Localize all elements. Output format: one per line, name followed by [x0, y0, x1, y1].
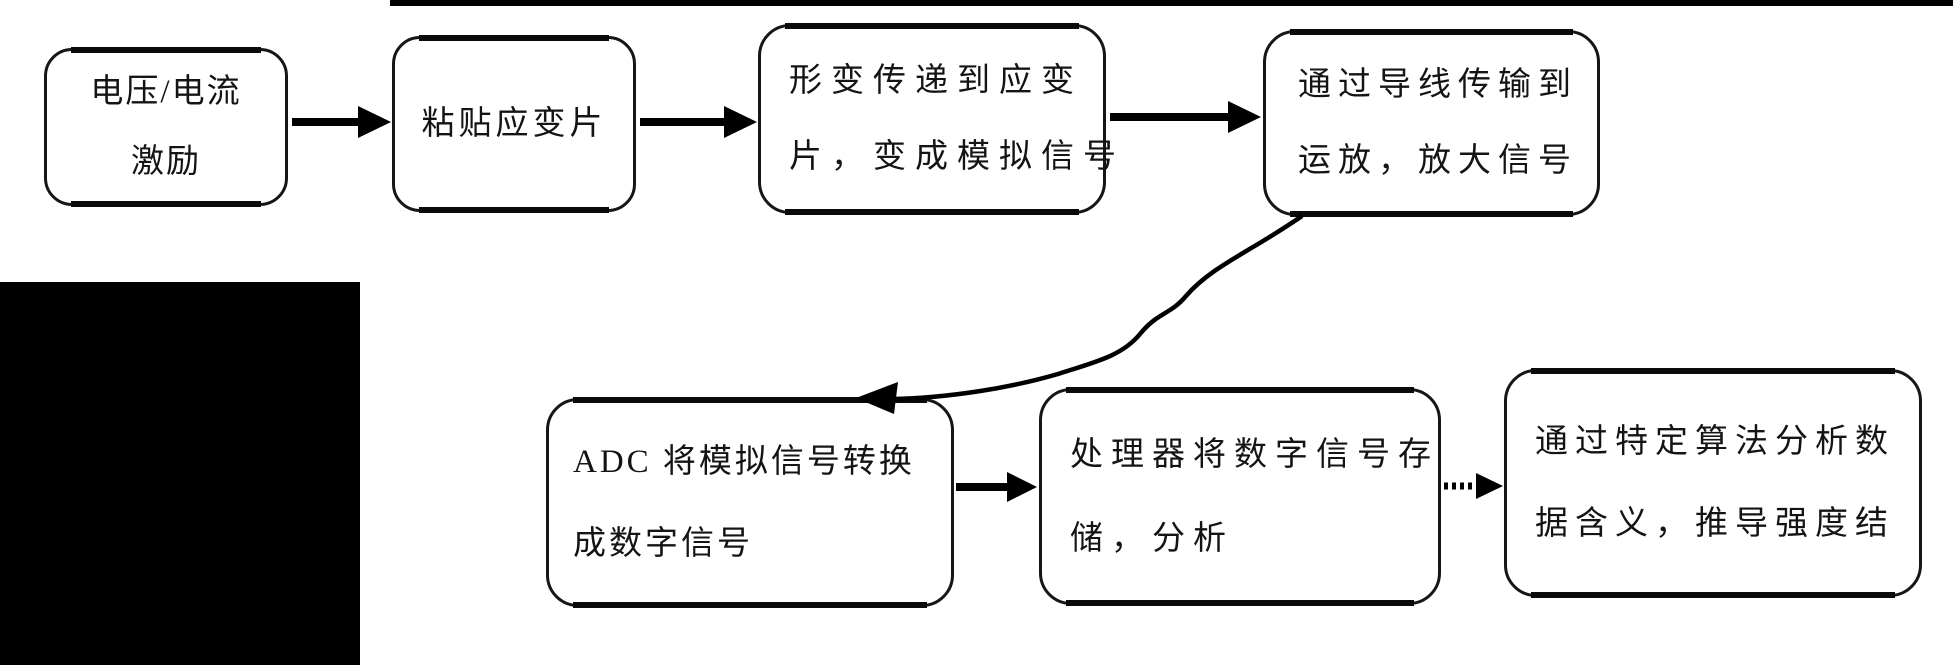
box-line: 电压/电流 [90, 74, 242, 110]
box-line: 成数字信号 [573, 525, 753, 562]
arrow-opamp-to-adc-curve [856, 214, 1304, 414]
page-top-border [390, 0, 1953, 6]
box-line: 粘贴应变片 [421, 106, 607, 142]
flow-box-deformation: 形变传递到应变 片，变成模拟信号 [758, 23, 1125, 215]
flow-box-adc: ADC 将模拟信号转换 成数字信号 [546, 397, 954, 608]
arrow-deformation-to-opamp [1110, 101, 1261, 133]
box-line: 储，分析 [1070, 520, 1234, 557]
box-line: 通过特定算法分析数 [1535, 424, 1895, 460]
box-line: 形变传递到应变 [789, 63, 1083, 99]
box-line: 激励 [131, 144, 201, 180]
box-line: 运放，放大信号 [1298, 143, 1578, 179]
flow-box-opamp: 通过导线传输到 运放，放大信号 [1263, 29, 1600, 217]
flow-box-excitation: 电压/电流 激励 [44, 47, 288, 207]
redaction-block [0, 282, 360, 665]
box-line: 据含义，推导强度结 [1535, 506, 1895, 542]
flow-box-processor: 处理器将数字信号存 储，分析 [1039, 387, 1441, 606]
box-line: 处理器将数字信号存 [1070, 436, 1439, 473]
arrow-processor-to-algorithm-dotted [1444, 473, 1503, 499]
arrow-excitation-to-gauge [292, 106, 391, 138]
flow-box-attach-gauge: 粘贴应变片 [392, 35, 636, 213]
arrow-gauge-to-deformation [640, 106, 757, 138]
box-line: 通过导线传输到 [1298, 67, 1578, 103]
box-line: 片，变成模拟信号 [789, 139, 1125, 175]
flow-box-algorithm: 通过特定算法分析数 据含义，推导强度结 [1504, 368, 1922, 598]
arrow-adc-to-processor [956, 472, 1037, 502]
box-line: ADC 将模拟信号转换 [573, 443, 915, 480]
